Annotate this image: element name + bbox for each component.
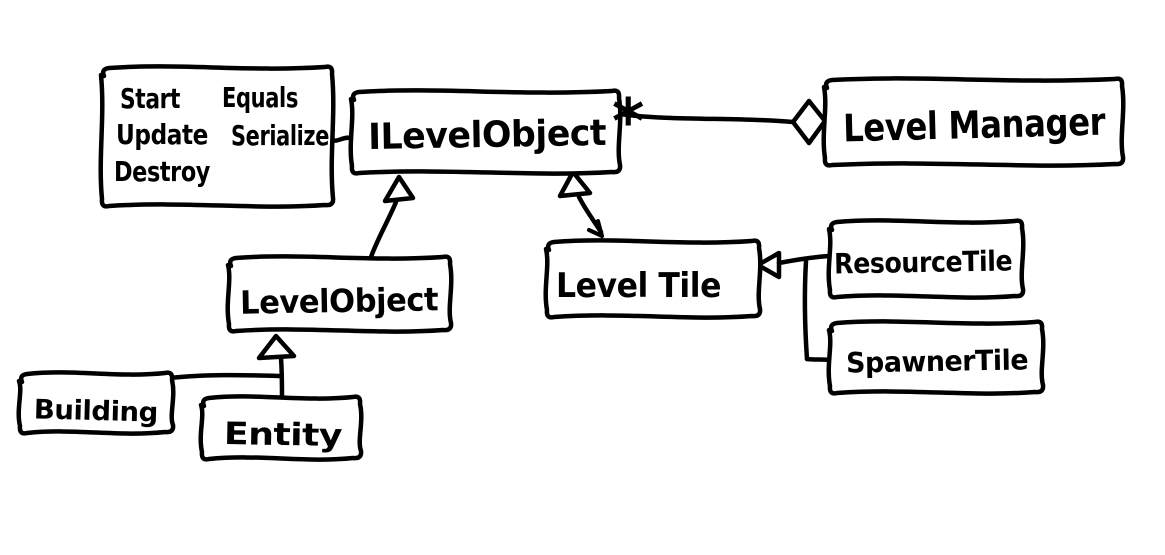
method-label: Start <box>120 82 180 115</box>
edges-layer <box>167 98 832 401</box>
class-name-spawnertile: SpawnerTile <box>846 343 1029 379</box>
class-box-spawnertile <box>826 319 1046 396</box>
class-name-levelmanager: Level Manager <box>843 100 1107 151</box>
method-label: Update <box>116 118 208 151</box>
branch-line-vertical <box>802 258 810 362</box>
hollow-triangle-icon <box>557 169 593 199</box>
note-box-methods <box>98 64 336 209</box>
aggregation-line <box>617 111 796 125</box>
method-label: Equals <box>222 81 298 114</box>
inheritance-edge-children-levelobject <box>167 333 297 401</box>
labels-layer: Start Equals Update Serialize Destroy IL… <box>33 81 1106 454</box>
class-box-resourcetile <box>826 218 1026 300</box>
arrowhead-icon <box>587 219 604 238</box>
branch-line-entity <box>278 355 285 401</box>
realization-edge-levelobject-ilevelobject <box>368 174 416 260</box>
realization-line <box>368 199 399 260</box>
nodes-layer <box>16 64 1126 462</box>
method-label: Destroy <box>114 155 210 188</box>
class-box-levelmanager <box>821 76 1126 168</box>
note-methods-text: Start Equals Update Serialize Destroy <box>114 81 338 188</box>
multiplicity-label: * <box>612 85 644 158</box>
aggregation-edge-ilevelobject-levelmanager <box>617 98 828 146</box>
class-box-levelobject <box>225 254 454 334</box>
class-name-resourcetile: ResourceTile <box>834 244 1013 280</box>
class-name-levelobject: LevelObject <box>240 280 439 321</box>
hollow-triangle-icon <box>382 174 416 204</box>
class-name-ilevelobject: ILevelObject <box>368 113 607 158</box>
class-box-leveltile <box>543 238 763 320</box>
class-box-building <box>16 370 176 436</box>
method-label: Serialize <box>231 119 329 152</box>
class-name-leveltile: Level Tile <box>556 266 721 306</box>
branch-line-building <box>167 372 282 381</box>
branch-line-spawnertile <box>804 356 832 363</box>
class-box-ilevelobject <box>348 88 623 176</box>
branch-line-resourcetile <box>776 253 832 266</box>
aggregation-diamond-icon <box>790 98 828 146</box>
hollow-triangle-icon <box>256 333 297 361</box>
class-box-entity <box>198 394 364 462</box>
class-name-entity: Entity <box>224 416 343 454</box>
class-name-building: Building <box>33 394 158 428</box>
inheritance-edge-tiles-leveltile <box>755 250 832 363</box>
realization-edge-leveltile-ilevelobject <box>557 169 604 238</box>
